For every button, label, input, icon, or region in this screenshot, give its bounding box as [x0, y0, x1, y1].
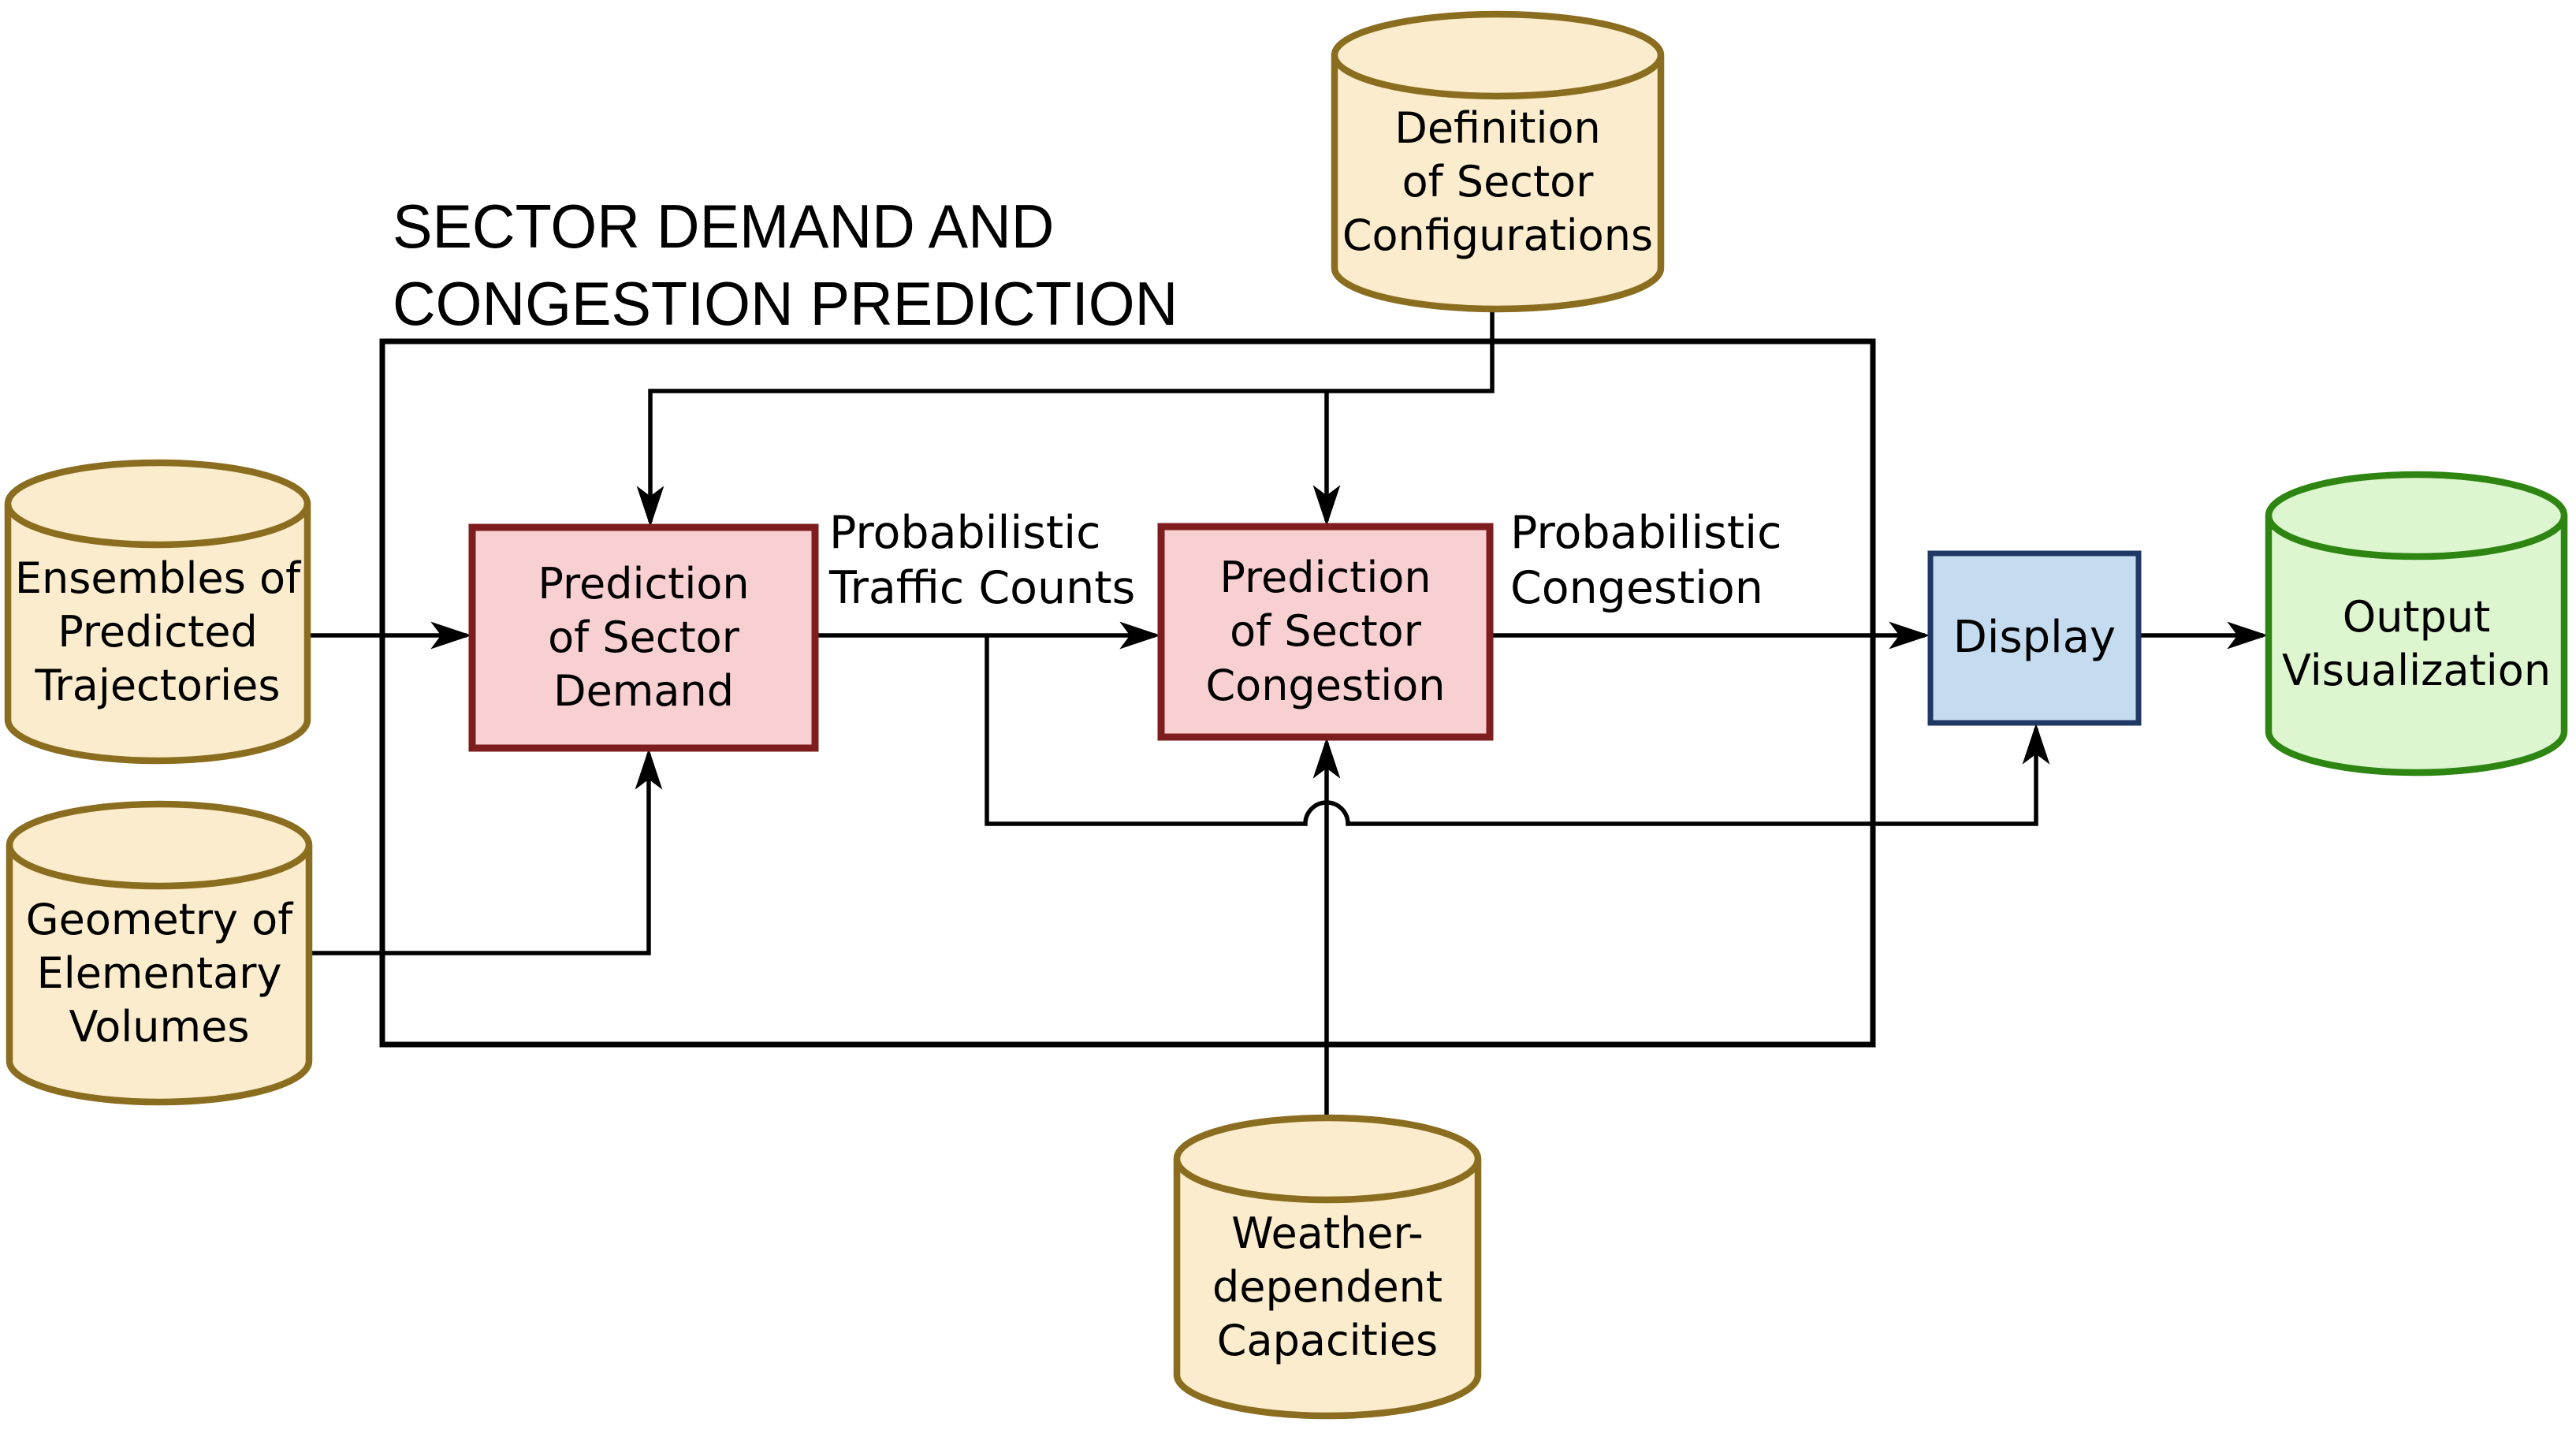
system-boundary	[379, 338, 1876, 1048]
edge-traffic-counts-to-display	[985, 635, 2050, 826]
datastore-definition	[1331, 10, 1665, 313]
datastore-ensembles	[4, 459, 311, 765]
diagram-title: SECTOR DEMAND AND CONGESTION PREDICTION	[393, 192, 1178, 339]
label-geometry: Geometry of Elementary Volumes	[25, 894, 293, 1052]
label-output: Output Visualization	[2281, 591, 2552, 695]
datastore-weather	[1173, 1114, 1482, 1420]
process-display	[1927, 550, 2142, 726]
label-demand: Prediction of Sector Demand	[538, 558, 750, 717]
datastore-geometry	[6, 800, 313, 1106]
label-probabilistic-traffic-counts: Probabilistic Traffic Counts	[829, 507, 1136, 614]
label-definition: Definition of Sector Configurations	[1342, 102, 1654, 261]
edge-config-to-demand	[636, 309, 1495, 527]
label-display: Display	[1952, 612, 2116, 664]
edge-geometry-to-demand	[309, 748, 663, 955]
process-demand	[468, 523, 819, 752]
datastore-output	[2265, 471, 2568, 776]
label-weather: Weather- dependent Capacities	[1212, 1208, 1443, 1366]
label-ensembles: Ensembles of Predicted Trajectories	[14, 553, 301, 711]
process-congestion	[1157, 523, 1494, 741]
label-congestion: Prediction of Sector Congestion	[1205, 553, 1446, 710]
label-probabilistic-congestion: Probabilistic Congestion	[1510, 507, 1782, 614]
